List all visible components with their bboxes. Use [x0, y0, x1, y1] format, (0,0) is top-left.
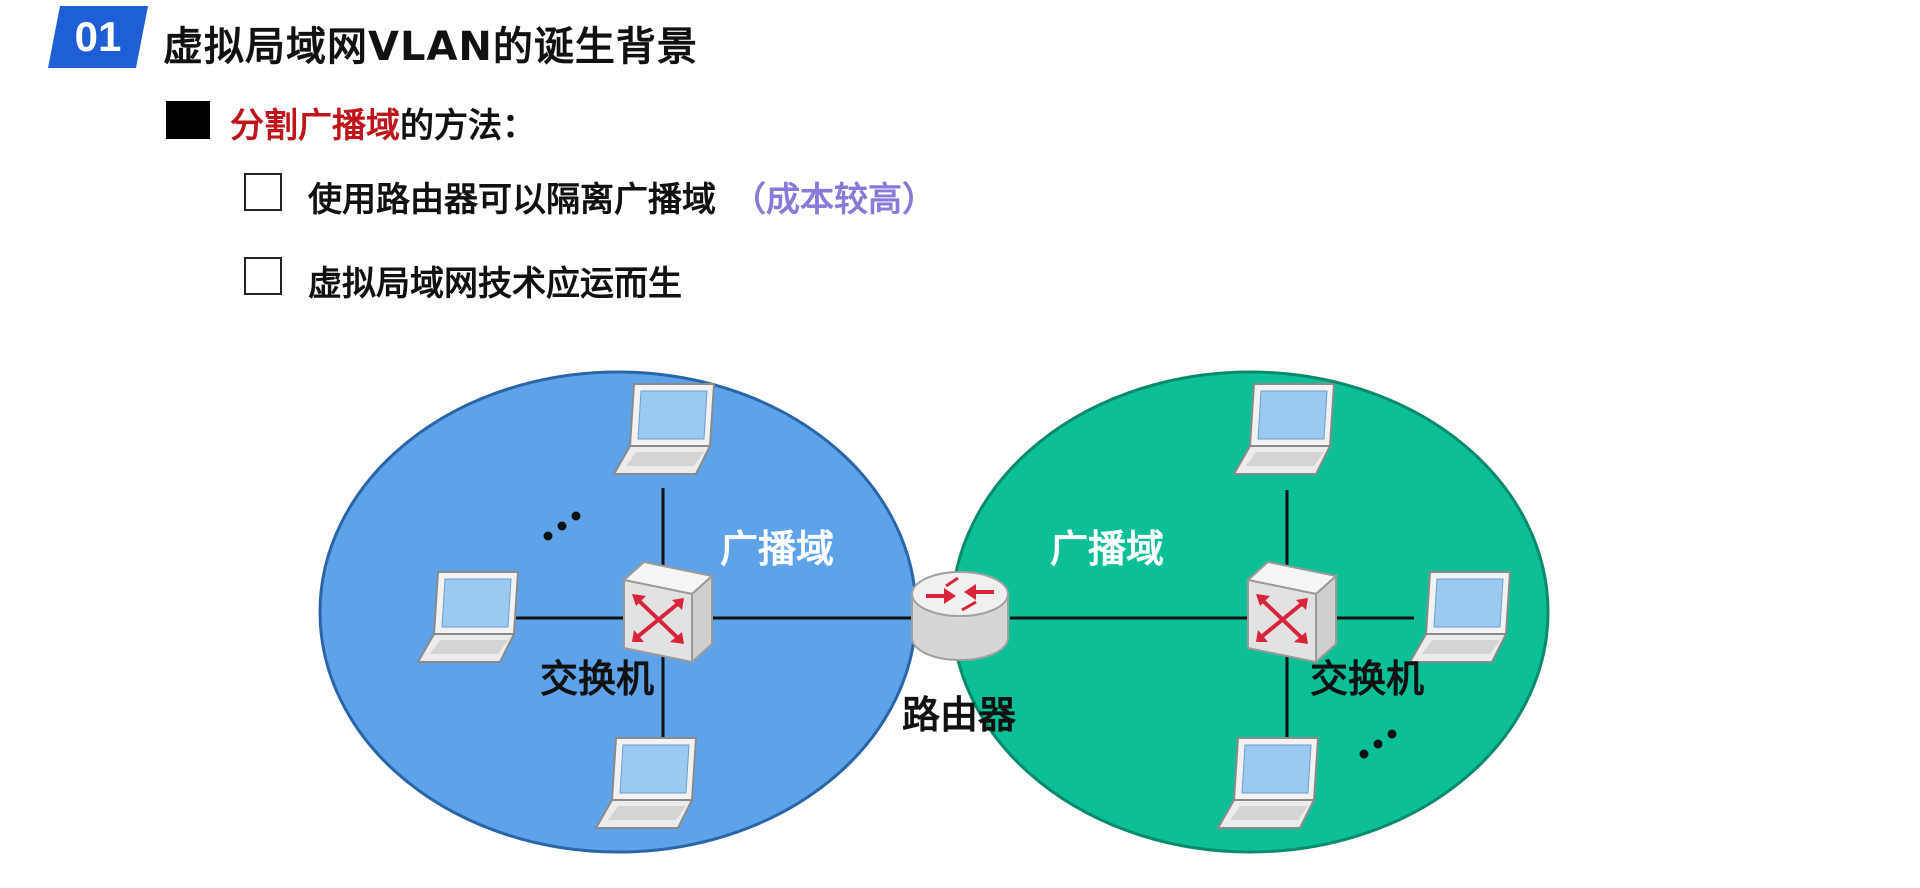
checkbox-item-2 [244, 257, 282, 295]
right-domain-label: 广播域 [1050, 527, 1165, 571]
section-badge [48, 6, 148, 68]
ellipsis-right [1359, 729, 1397, 759]
switch-icon [622, 560, 714, 664]
left-switch-label: 交换机 [540, 657, 655, 701]
list-item-text: 使用路由器可以隔离广播域 [308, 180, 716, 220]
bullet-square [166, 101, 210, 139]
ellipsis-left [543, 511, 581, 541]
method-heading: 分割广播域的方法： [230, 98, 536, 147]
right-switch-label: 交换机 [1310, 657, 1425, 701]
switch-icon [1246, 560, 1338, 664]
cost-note: （成本较高） [732, 180, 936, 220]
heading-highlight: 分割广播域 [230, 106, 400, 146]
left-domain-label: 广播域 [720, 527, 835, 571]
checkbox-item-1 [244, 173, 282, 211]
section-number: 01 [74, 13, 122, 60]
heading-rest: 的方法： [400, 106, 536, 146]
router-label: 路由器 [902, 693, 1017, 737]
router-icon [911, 571, 1009, 661]
list-item-text: 虚拟局域网技术应运而生 [308, 264, 682, 304]
list-item-1: 使用路由器可以隔离广播域 （成本较高） [308, 172, 936, 221]
list-item-2: 虚拟局域网技术应运而生 [308, 256, 682, 305]
slide-title: 虚拟局域网VLAN的诞生背景 [163, 24, 698, 70]
